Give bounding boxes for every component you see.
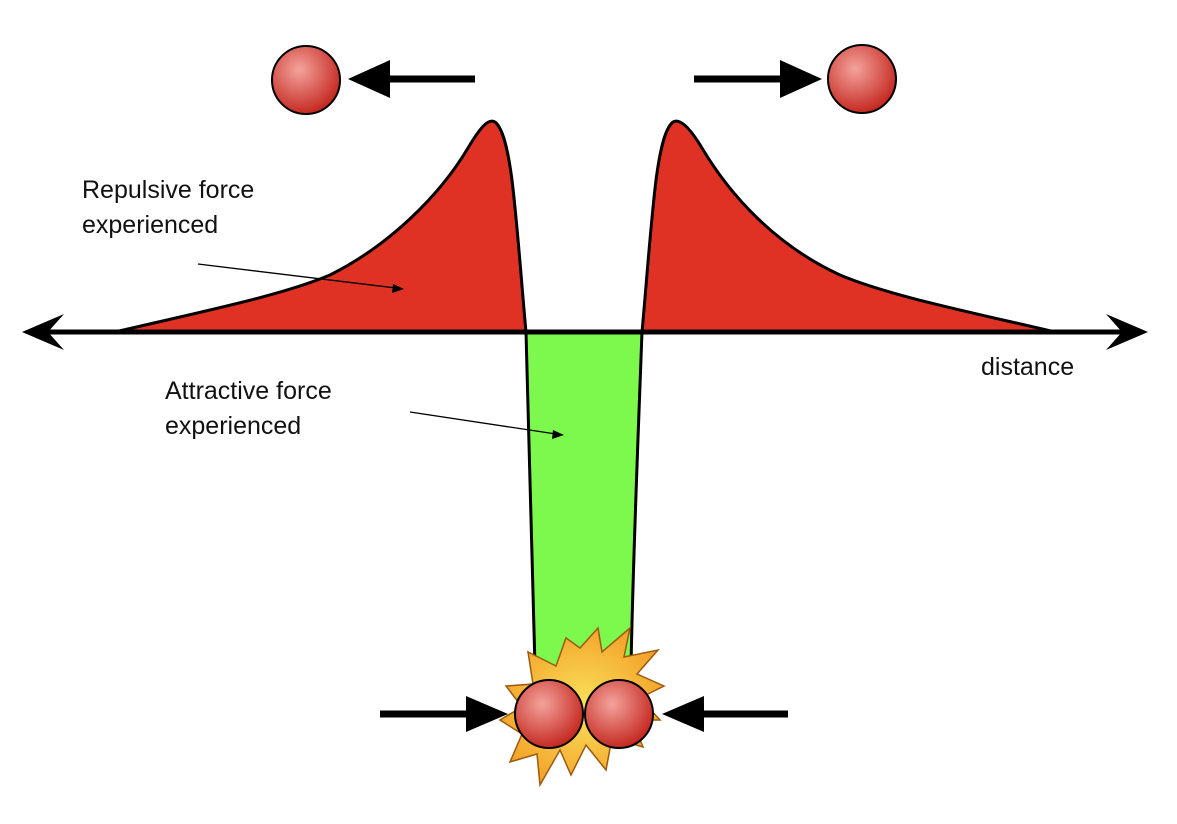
attractive-label-line2: experienced [165, 412, 301, 440]
separating-particles [271, 44, 897, 115]
attractive-label-line1: Attractive force [165, 377, 332, 405]
colliding-particles [380, 626, 788, 788]
arrow-left-icon [348, 60, 475, 98]
axis-arrowhead-right [1106, 314, 1148, 350]
repulsive-label-line2: experienced [82, 211, 218, 239]
repulsive-label-line1: Repulsive force [82, 176, 254, 204]
arrow-right-inward-icon [380, 696, 508, 732]
particle-bottom-right [584, 679, 654, 749]
axis-label: distance [981, 353, 1074, 381]
arrow-left-inward-icon [662, 696, 788, 732]
particle-top-right [827, 44, 897, 114]
attractive-pointer [409, 411, 564, 439]
repulsive-region-right [640, 119, 1057, 334]
particle-top-left [271, 45, 341, 115]
attractive-region [524, 330, 644, 669]
axis-arrowhead-left [22, 314, 64, 350]
repulsive-region-left [113, 119, 528, 334]
repulsive-pointer [197, 263, 404, 293]
particle-bottom-left [514, 679, 584, 749]
distance-axis [22, 314, 1148, 350]
arrow-right-icon [694, 60, 822, 98]
